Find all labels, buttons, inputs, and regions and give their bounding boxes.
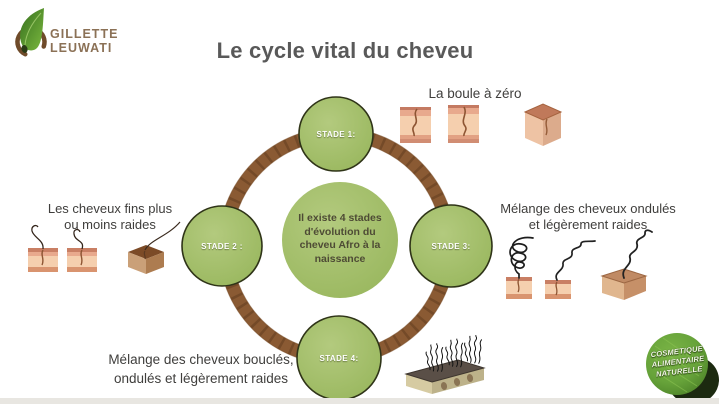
center-circle — [282, 182, 398, 298]
skin-section-shaved-icon — [448, 105, 479, 143]
skin-cube-wavy-hair-icon — [600, 229, 653, 300]
natural-cosmetics-badge — [646, 333, 719, 404]
stage-2-label: STADE 2 : — [201, 242, 243, 251]
page-title: Le cycle vital du cheveu — [216, 38, 474, 63]
annotation-stage2: Les cheveux fins plus ou moins raides — [47, 201, 173, 233]
brand-line-1: GILLETTE — [50, 27, 119, 41]
skin-section-wavy-hair-icon — [545, 240, 596, 299]
stage-1-circle — [298, 96, 374, 172]
stage-3-label: STADE 3: — [431, 242, 471, 251]
stage-4-label: STADE 4: — [319, 354, 359, 363]
skin-section-shaved-icon — [400, 107, 431, 143]
brand-name: GILLETTE LEUWATI — [50, 27, 119, 55]
slide-bottom-edge — [0, 398, 719, 404]
skin-cube-shaved-icon — [523, 103, 563, 146]
skin-cube-fine-hair-icon — [128, 221, 181, 274]
annotation-stage4: Mélange des cheveux bouclés, ondulés et … — [108, 352, 294, 386]
hair-cycle-diagram — [181, 96, 493, 401]
skin-section-fine-hair-icon — [67, 228, 97, 272]
leaf-drop-logo-icon — [15, 8, 47, 58]
stage-2-circle — [181, 205, 263, 287]
annotation-stage1: La boule à zéro — [428, 86, 522, 101]
skin-block-curly-hair-icon — [404, 334, 486, 394]
diagram-center-text: Il existe 4 stades d'évolution du cheveu… — [298, 212, 382, 265]
stage-1-label: STADE 1: — [316, 130, 356, 139]
brand-line-2: LEUWATI — [50, 40, 113, 55]
stage-3-circle — [409, 204, 493, 288]
annotation-stage3: Mélange des cheveux ondulés et légèremen… — [500, 201, 676, 233]
skin-section-fine-hair-icon — [28, 224, 58, 272]
skin-section-coiled-hair-icon — [506, 236, 534, 299]
